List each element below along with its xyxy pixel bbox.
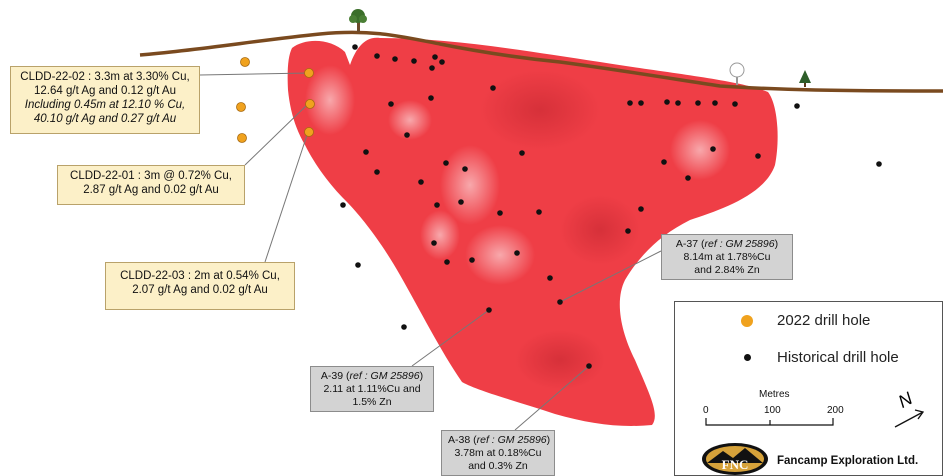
callout-line: Including 0.45m at 12.10 % Cu, <box>17 98 193 112</box>
historical-drill-hole <box>547 275 553 281</box>
historical-drill-hole <box>794 103 800 109</box>
historical-drill-hole <box>462 166 468 172</box>
callout-line: 12.64 g/t Ag and 0.12 g/t Au <box>17 84 193 98</box>
historical-drill-hole <box>586 363 592 369</box>
historical-drill-hole <box>675 100 681 106</box>
historical-drill-hole <box>732 101 738 107</box>
callout-header: A-37 (ref : GM 25896) <box>668 238 786 251</box>
historical-drill-hole <box>401 324 407 330</box>
company-name: Fancamp Exploration Ltd. <box>777 455 918 467</box>
historical-drill-hole <box>443 160 449 166</box>
north-arrow-icon <box>895 410 923 427</box>
historical-drill-hole <box>411 58 417 64</box>
historical-drill-hole <box>685 175 691 181</box>
fnc-logo-icon: FNC <box>701 442 771 476</box>
historical-drill-hole <box>404 132 410 138</box>
callout-a-38: A-38 (ref : GM 25896) 3.78m at 0.18%Cu a… <box>441 430 555 476</box>
drill-hole-2022 <box>305 69 314 78</box>
callout-line: 8.14m at 1.78%Cu <box>668 251 786 264</box>
historical-drill-hole <box>431 240 437 246</box>
historical-drill-hole <box>428 95 434 101</box>
historical-drill-hole <box>418 179 424 185</box>
drill-hole-2022 <box>237 103 246 112</box>
historical-drill-hole <box>434 202 440 208</box>
callout-line: CLDD-22-02 : 3.3m at 3.30% Cu, <box>17 70 193 84</box>
tree-icon <box>349 9 367 32</box>
callout-line: CLDD-22-03 : 2m at 0.54% Cu, <box>112 269 288 283</box>
pine-tree-icon <box>799 70 811 87</box>
callout-cldd-22-03: CLDD-22-03 : 2m at 0.54% Cu, 2.07 g/t Ag… <box>105 262 295 310</box>
historical-drill-hole <box>392 56 398 62</box>
callout-a-37: A-37 (ref : GM 25896) 8.14m at 1.78%Cu a… <box>661 234 793 280</box>
historical-drill-hole <box>374 169 380 175</box>
historical-drill-hole <box>439 59 445 65</box>
callout-line: 3.78m at 0.18%Cu <box>448 447 548 460</box>
historical-drill-hole <box>388 101 394 107</box>
historical-drill-hole <box>514 250 520 256</box>
historical-drill-hole <box>664 99 670 105</box>
historical-drill-hole <box>458 199 464 205</box>
historical-drill-hole <box>557 299 563 305</box>
callout-cldd-22-01: CLDD-22-01 : 3m @ 0.72% Cu, 2.87 g/t Ag … <box>57 165 245 205</box>
callout-line: 2.87 g/t Ag and 0.02 g/t Au <box>64 183 238 197</box>
historical-drill-hole <box>429 65 435 71</box>
historical-drill-hole <box>627 100 633 106</box>
callout-line: and 2.84% Zn <box>668 264 786 277</box>
callout-line: 1.5% Zn <box>317 396 427 409</box>
callout-line: 2.07 g/t Ag and 0.02 g/t Au <box>112 283 288 297</box>
callout-header: A-39 (ref : GM 25896) <box>317 370 427 383</box>
callout-line: 2.11 at 1.11%Cu and <box>317 383 427 396</box>
historical-drill-hole <box>638 206 644 212</box>
callout-cldd-22-02: CLDD-22-02 : 3.3m at 3.30% Cu, 12.64 g/t… <box>10 66 200 134</box>
historical-drill-hole <box>755 153 761 159</box>
historical-drill-hole <box>432 54 438 60</box>
historical-drill-hole <box>469 257 475 263</box>
historical-drill-hole <box>519 150 525 156</box>
map-legend: 2022 drill hole Historical drill hole Me… <box>674 301 943 476</box>
historical-drill-hole <box>710 146 716 152</box>
logo-text: FNC <box>722 457 749 472</box>
historical-drill-hole <box>876 161 882 167</box>
historical-drill-hole <box>352 44 358 50</box>
callout-line: and 0.3% Zn <box>448 460 548 473</box>
callout-a-39: A-39 (ref : GM 25896) 2.11 at 1.11%Cu an… <box>310 366 434 412</box>
historical-drill-hole <box>363 149 369 155</box>
callout-header: A-38 (ref : GM 25896) <box>448 434 548 447</box>
historical-drill-hole <box>444 259 450 265</box>
historical-drill-hole <box>661 159 667 165</box>
callout-line: 40.10 g/t Ag and 0.27 g/t Au <box>17 112 193 126</box>
historical-drill-hole <box>638 100 644 106</box>
historical-drill-hole <box>712 100 718 106</box>
historical-drill-hole <box>355 262 361 268</box>
drill-hole-2022 <box>306 100 315 109</box>
historical-drill-hole <box>695 100 701 106</box>
drill-hole-2022 <box>241 58 250 67</box>
tree-outline-icon <box>730 63 744 85</box>
historical-drill-hole <box>340 202 346 208</box>
historical-drill-hole <box>536 209 542 215</box>
historical-drill-hole <box>486 307 492 313</box>
callout-line: CLDD-22-01 : 3m @ 0.72% Cu, <box>64 169 238 183</box>
historical-drill-hole <box>374 53 380 59</box>
historical-drill-hole <box>625 228 631 234</box>
historical-drill-hole <box>497 210 503 216</box>
drill-hole-2022 <box>238 134 247 143</box>
drill-hole-2022 <box>305 128 314 137</box>
historical-drill-hole <box>490 85 496 91</box>
